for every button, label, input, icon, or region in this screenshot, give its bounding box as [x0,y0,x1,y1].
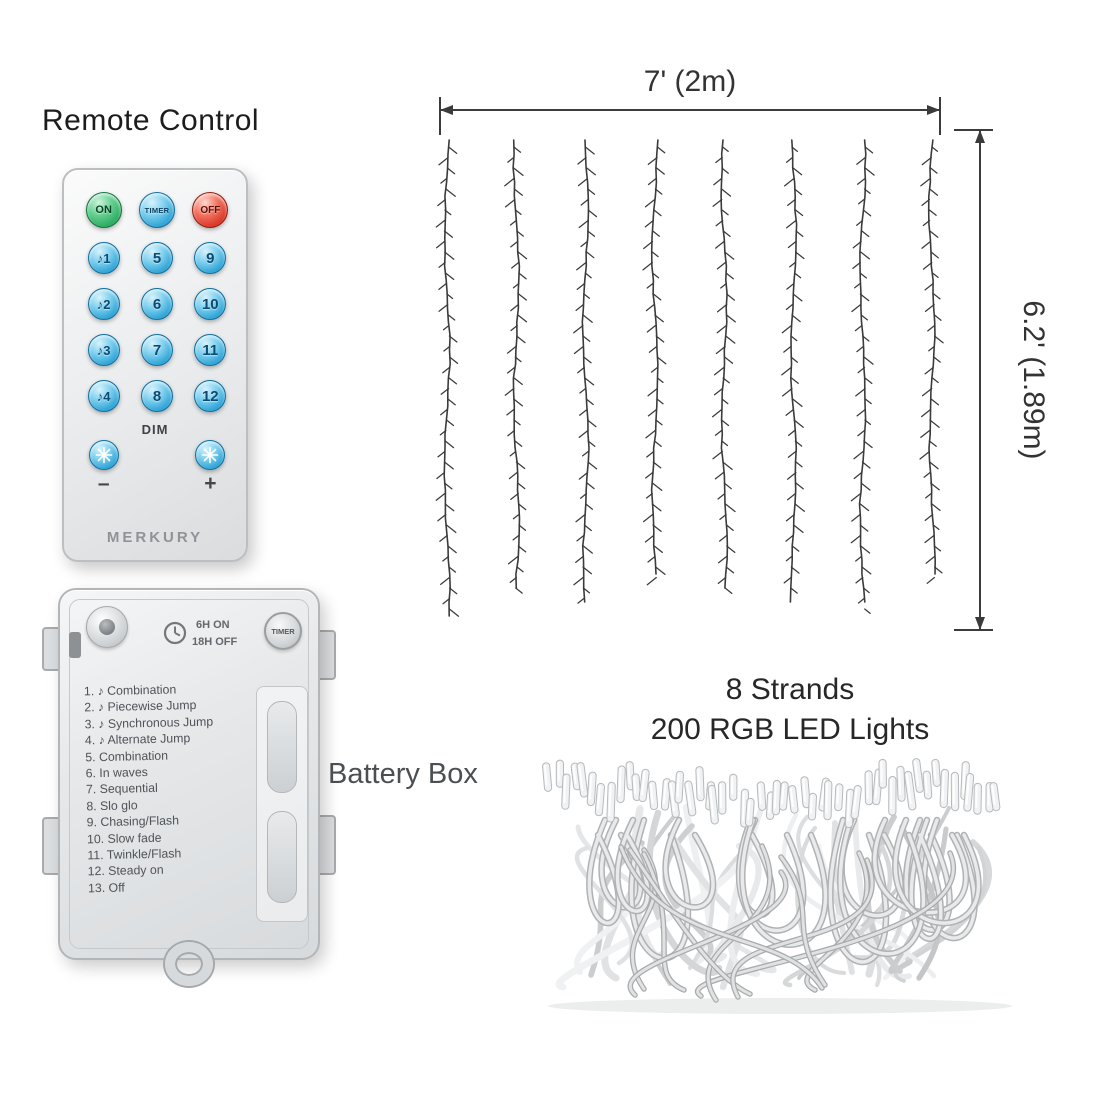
battery-compartment [256,686,308,922]
merkury-brand-label: MERKURY [106,529,204,546]
remote-music3-button: ♪3 [87,334,120,366]
remote-on-button: ON [85,192,122,228]
timer-dial [162,620,188,651]
mode-list: 1. ♪ Combination 2. ♪ Piecewise Jump 3. … [84,681,217,897]
battery-cell [267,811,297,903]
mounting-clip [316,630,336,680]
dim-plus-label: + [204,472,217,495]
battery-box-caption: Battery Box [328,758,478,790]
lights-title: 8 Strands 200 RGB LED Lights [555,670,1025,750]
dimension-arrowheads [440,105,985,630]
battery-box: 6H ON 18H OFF TIMER 1. ♪ Combination 2. … [42,588,336,986]
snowflake-icon [202,446,219,464]
light-strands-drawing [435,139,944,617]
remote-10-button: 10 [194,288,227,320]
remote-5-button: 5 [140,242,173,274]
timer-off-label: 18H OFF [192,636,238,648]
mode-item: 3. ♪ Synchronous Jump [84,714,214,732]
dim-sign-row: – + [77,473,237,494]
mode-item: 13. Off [87,880,125,896]
remote-12-button: 12 [194,380,227,412]
led-count-label: 200 RGB LED Lights [650,713,930,746]
timer-on-label: 6H ON [196,619,230,631]
strand-count-label: 8 Strands [725,673,855,706]
hanging-loop [165,942,213,986]
remote-7-button: 7 [140,334,173,366]
mounting-clip [42,817,62,875]
battery-cell [267,701,297,793]
mounting-clip [42,627,62,671]
led-bundle-photo [542,758,1012,1014]
remote-control-title: Remote Control [42,104,260,137]
remote-music2-button: ♪2 [87,288,120,320]
dome-button-center [99,619,115,635]
remote-control: ON TIMER OFF ♪1 5 9 ♪2 6 10 ♪3 7 11 ♪4 8… [62,168,248,562]
remote-off-button: OFF [192,192,229,228]
remote-timer-button: TIMER [138,192,175,228]
remote-music1-button: ♪1 [87,242,120,274]
remote-8-button: 8 [140,380,173,412]
dim-minus-label: – [97,472,110,495]
dim-label: DIM [141,422,169,437]
battery-side-slot [69,632,81,658]
mode-dome-button [86,606,128,648]
height-dimension-label: 6.2' (1.89m) [1017,300,1050,459]
mounting-clip [316,815,336,875]
battery-timer-button: TIMER [264,612,302,650]
remote-9-button: 9 [194,242,227,274]
snowflake-icon [95,446,112,464]
clock-icon [163,621,187,645]
dim-down-button [88,440,119,470]
remote-music4-button: ♪4 [87,380,120,412]
remote-6-button: 6 [140,288,173,320]
dim-button-row [77,440,237,470]
remote-button-grid: ON TIMER OFF ♪1 5 9 ♪2 6 10 ♪3 7 11 ♪4 8… [77,192,237,412]
width-dimension-label: 7' (2m) [644,65,736,98]
curtain-dimension-diagram: 7' (2m) 6.2' (1.89m) [435,65,1050,631]
dim-up-button [195,440,226,470]
remote-11-button: 11 [194,334,227,366]
dimension-lines [439,97,993,631]
